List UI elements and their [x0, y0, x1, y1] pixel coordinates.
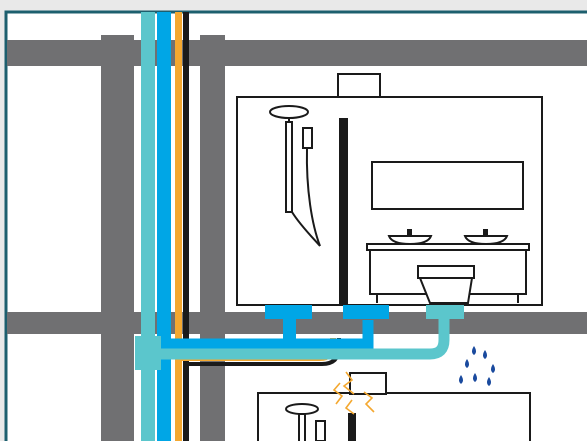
drain-pipe-branch	[148, 316, 450, 360]
water-supply-pipe	[157, 12, 171, 441]
shower-icon	[285, 403, 326, 441]
mirror-icon	[371, 161, 524, 210]
bathroom-upper	[236, 73, 543, 306]
water-supply-tee-1	[265, 305, 312, 319]
water-drops-icon	[459, 346, 495, 386]
sink-icon	[387, 229, 509, 246]
shower-icon	[269, 105, 321, 247]
vanity	[366, 243, 530, 303]
electric-cable-black	[183, 12, 189, 441]
water-supply-riser-1	[283, 313, 296, 345]
electric-cable	[175, 12, 182, 441]
partition-wall	[339, 118, 348, 304]
bathroom-upper-vent	[337, 73, 381, 99]
water-supply-tee-2	[343, 305, 389, 319]
beam-top-horizontal	[7, 40, 587, 66]
bathroom-lower	[257, 372, 531, 441]
partition-wall-lower	[348, 413, 356, 441]
column-right	[200, 35, 225, 441]
toilet-icon	[417, 265, 475, 304]
spark-icon	[332, 371, 375, 415]
water-supply-branch	[164, 320, 374, 350]
drain-pipe-tee	[426, 305, 464, 319]
column-left	[101, 35, 134, 441]
bathroom-lower-vent	[349, 372, 387, 395]
drain-pipe	[141, 12, 155, 441]
